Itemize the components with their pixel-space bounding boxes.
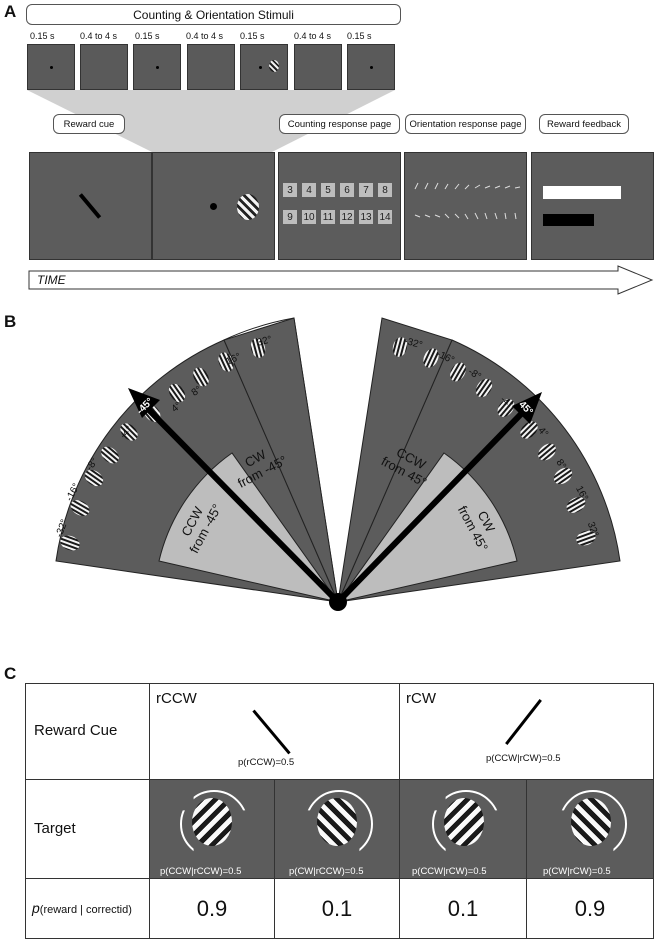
rcw-label: rCW [406,690,436,707]
row-label-cell: Target [25,779,150,879]
target-cell: p(CCW|rCCW)=0.5 [149,779,275,879]
stage-counting-response: Counting response page [279,114,400,134]
count-option[interactable]: 12 [340,210,354,224]
rcw-cue-line [505,699,542,745]
panel-a-letter: A [4,2,17,21]
stimulus-frame [294,44,342,90]
stimulus-screen [152,152,275,260]
reward-feedback-screen [531,152,654,260]
count-option[interactable]: 4 [302,183,316,197]
target-probability: p(CW|rCCW)=0.5 [289,866,364,877]
stimulus-frame [27,44,75,90]
duration-label: 0.15 s [240,31,265,41]
orientation-response-screen [404,152,527,260]
panel-b-letter: B [4,312,17,331]
counting-response-screen: 3 4 5 6 7 8 9 10 11 12 13 14 [278,152,401,260]
count-option[interactable]: 3 [283,183,297,197]
value-cell: 0.1 [274,878,400,939]
prob-symbol: p [32,900,40,916]
target-cell: p(CW|rCCW)=0.5 [274,779,400,879]
panel-c-letter: C [4,664,17,683]
stage-reward-feedback: Reward feedback [539,114,629,134]
stimulus-frame [133,44,181,90]
count-option[interactable]: 10 [302,210,316,224]
target-cell: p(CCW|rCW)=0.5 [399,779,527,879]
orientation-wedge-diagram [55,317,621,611]
stage-reward-cue: Reward cue [53,114,125,134]
prob-condition: (reward | correctid) [39,904,132,916]
stage-orientation-response: Orientation response page [405,114,526,134]
reward-probability-value: 0.9 [574,895,606,921]
rccw-cue-line [252,709,291,755]
duration-label: 0.15 s [347,31,372,41]
cue-probability: p(CCW|rCW)=0.5 [486,753,561,764]
target-probability: p(CW|rCW)=0.5 [543,866,611,877]
count-option[interactable]: 8 [378,183,392,197]
grating-icon [237,194,259,220]
count-option[interactable]: 7 [359,183,373,197]
duration-label: 0.4 to 4 s [80,31,118,41]
stimulus-frame [80,44,128,90]
row-label-cell: p(reward | correctid) [25,878,150,939]
reward-cue-rccw-cell: rCCW p(rCCW)=0.5 [149,683,400,780]
zoom-trapezoid [27,90,395,152]
value-cell: 0.1 [399,878,527,939]
reward-bar-earned [543,214,594,226]
duration-label: 0.15 s [135,31,160,41]
row-label-reward-cue: Reward Cue [34,722,118,739]
count-option[interactable]: 6 [340,183,354,197]
rccw-label: rCCW [156,690,197,707]
target-cell: p(CW|rCW)=0.5 [526,779,654,879]
count-option[interactable]: 11 [321,210,335,224]
reward-probability-value: 0.1 [447,895,479,921]
cue-probability: p(rCCW)=0.5 [238,757,295,768]
count-option[interactable]: 14 [378,210,392,224]
reward-cue-screen [29,152,152,260]
stimulus-frame [240,44,288,90]
count-option[interactable]: 13 [359,210,373,224]
duration-label: 0.4 to 4 s [186,31,224,41]
stimuli-header: Counting & Orientation Stimuli [26,4,401,25]
reward-bar-max [543,186,621,199]
row-label-probability: p(reward | correctid) [32,900,132,916]
value-cell: 0.9 [526,878,654,939]
time-arrow [28,265,654,295]
duration-label: 0.4 to 4 s [294,31,332,41]
orientation-options [414,182,521,220]
reward-probability-value: 0.1 [321,895,353,921]
reward-probability-value: 0.9 [196,895,228,921]
row-label-target: Target [34,820,76,837]
time-label: TIME [37,273,66,287]
stimulus-frame [347,44,395,90]
stimulus-frame [187,44,235,90]
count-option[interactable]: 5 [321,183,335,197]
duration-label: 0.15 s [30,31,55,41]
value-cell: 0.9 [149,878,275,939]
row-label-cell: Reward Cue [25,683,150,780]
target-probability: p(CCW|rCW)=0.5 [412,866,487,877]
target-probability: p(CCW|rCCW)=0.5 [160,866,242,877]
count-option[interactable]: 9 [283,210,297,224]
reward-cue-rcw-cell: rCW p(CCW|rCW)=0.5 [399,683,654,780]
